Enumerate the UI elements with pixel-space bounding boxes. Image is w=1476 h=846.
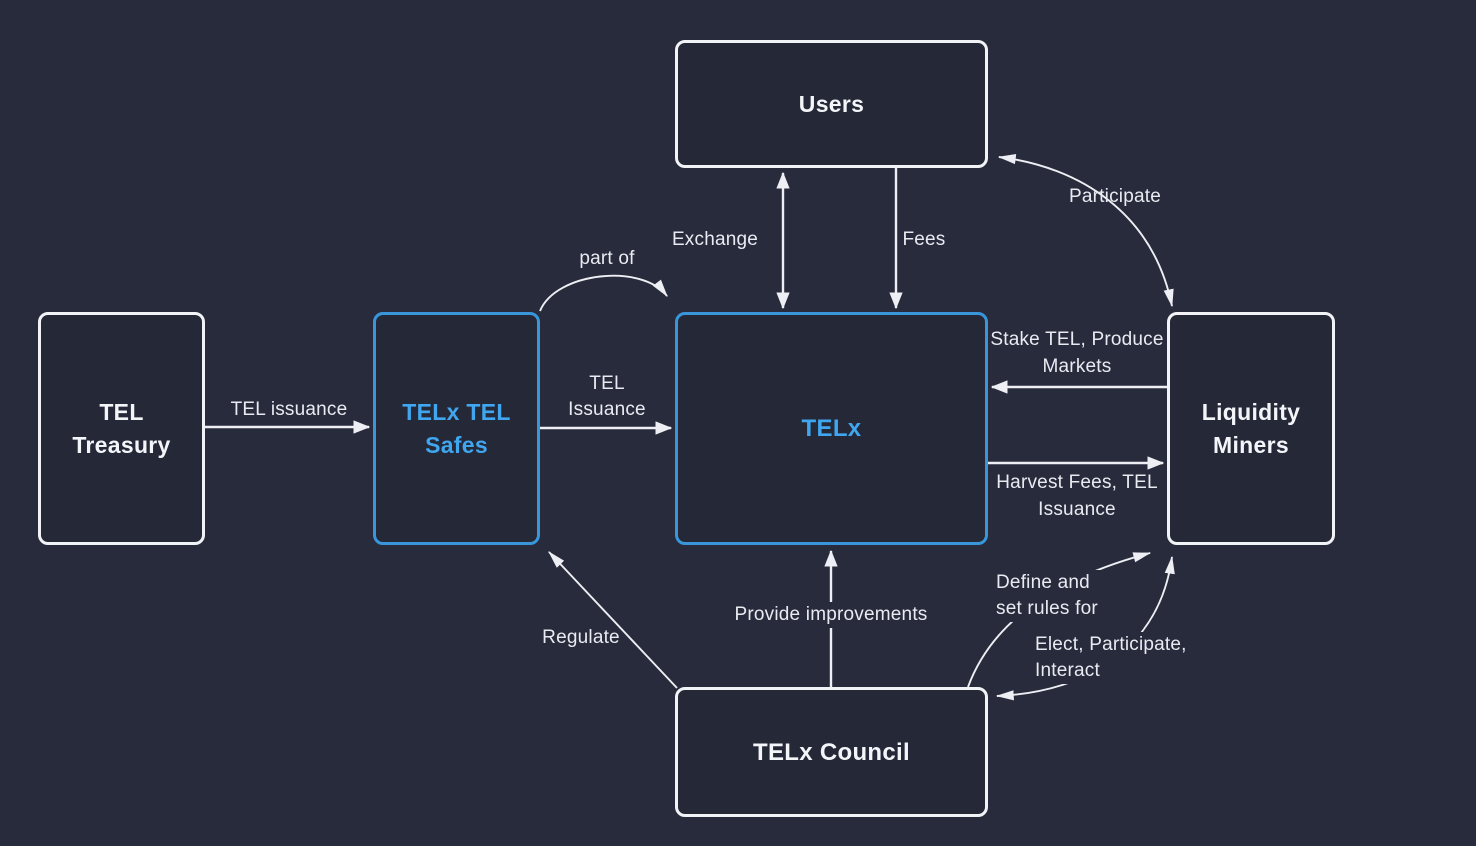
node-telx: TELx — [675, 312, 988, 545]
node-tel-treasury-label: TEL Treasury — [72, 398, 171, 458]
edge-label-regulate: Regulate — [542, 627, 620, 648]
edge-label-fees: Fees — [902, 229, 946, 250]
edge-label-stake: Stake TEL, Produce Markets — [990, 329, 1164, 377]
edge-label-part-of: part of — [579, 248, 635, 269]
edge-regulate-arrow — [548, 551, 678, 689]
node-telx-tel-safes-label: TELx TEL Safes — [402, 398, 511, 458]
edge-participate-arrow — [997, 154, 1174, 308]
node-tel-treasury: TEL Treasury — [38, 312, 205, 545]
edge-label-exchange: Exchange — [671, 229, 759, 250]
node-liquidity-miners: Liquidity Miners — [1167, 312, 1335, 545]
edge-part-of-arrow — [539, 274, 668, 312]
node-liquidity-miners-label: Liquidity Miners — [1201, 398, 1301, 458]
edge-label-tel-issuance-treasury: TEL issuance — [230, 399, 348, 420]
edge-label-elect: Elect, Participate, Interact — [1035, 632, 1213, 684]
edge-label-define-rules: Define and set rules for — [996, 570, 1110, 622]
edge-label-harvest: Harvest Fees, TEL Issuance — [996, 472, 1158, 520]
node-users-label: Users — [798, 90, 865, 117]
node-telx-council-label: TELx Council — [753, 738, 910, 766]
edge-label-participate: Participate — [1069, 186, 1161, 207]
node-telx-tel-safes: TELx TEL Safes — [373, 312, 540, 545]
edge-label-tel-issuance-safes: TEL Issuance — [568, 373, 646, 420]
edge-label-provide-improvements: Provide improvements — [716, 602, 946, 628]
node-users: Users — [675, 40, 988, 168]
node-telx-label: TELx — [801, 415, 862, 442]
node-telx-council: TELx Council — [675, 687, 988, 817]
